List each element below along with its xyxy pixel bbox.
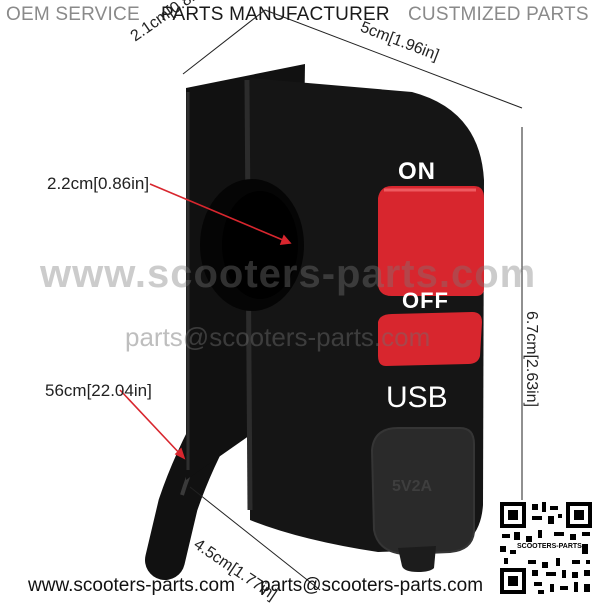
qr-code-pattern — [500, 502, 592, 594]
qr-caption: SCOOTERS-PARTS — [517, 543, 582, 550]
dimension-lines — [182, 9, 523, 591]
footer-website: www.scooters-parts.com — [28, 575, 235, 596]
header-oem-service: OEM SERVICE — [6, 4, 140, 25]
usb-port-cover — [370, 427, 475, 556]
footer-email: parts@scooters-parts.com — [260, 575, 484, 596]
height-dimension-label: 6.7cm[2.63in] — [523, 310, 541, 408]
cable-dimension-label: 56cm[22.04in] — [45, 381, 152, 400]
on-button — [378, 186, 484, 296]
watermark-email: parts@scooters-parts.com — [125, 322, 431, 352]
qr-code: SCOOTERS-PARTS — [498, 500, 594, 596]
usb-label: USB — [386, 381, 448, 414]
header-customized-parts: CUSTMIZED PARTS — [408, 4, 589, 25]
watermark-website: www.scooters-parts.com — [40, 252, 537, 296]
port-cover-text: 5V2A — [392, 478, 433, 495]
off-label: OFF — [402, 288, 449, 313]
off-button — [378, 312, 482, 366]
bore-dimension-label: 2.2cm[0.86in] — [47, 174, 150, 193]
header-parts-manufacturer: PARTS MANUFACTURER — [161, 4, 390, 25]
on-label: ON — [398, 158, 436, 185]
pointer-arrows — [119, 183, 292, 460]
